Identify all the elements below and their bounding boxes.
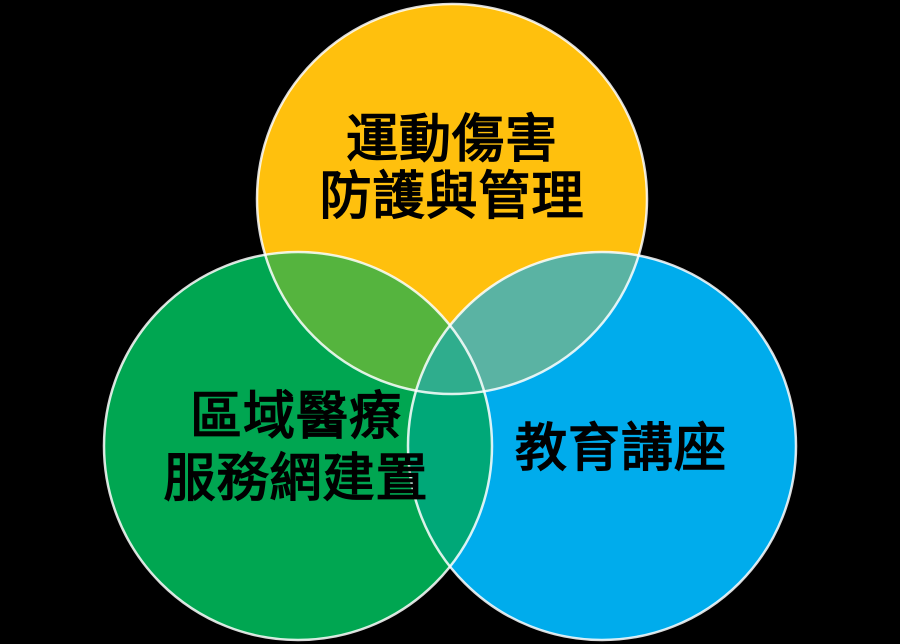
overlap-top-left-lens bbox=[257, 252, 492, 394]
outline-top-circle bbox=[255, 2, 649, 396]
outline-right-circle bbox=[406, 250, 798, 642]
outline-left-circle bbox=[102, 250, 494, 642]
overlap-top-right-lens bbox=[408, 252, 647, 394]
top-overlap-group bbox=[257, 252, 647, 394]
